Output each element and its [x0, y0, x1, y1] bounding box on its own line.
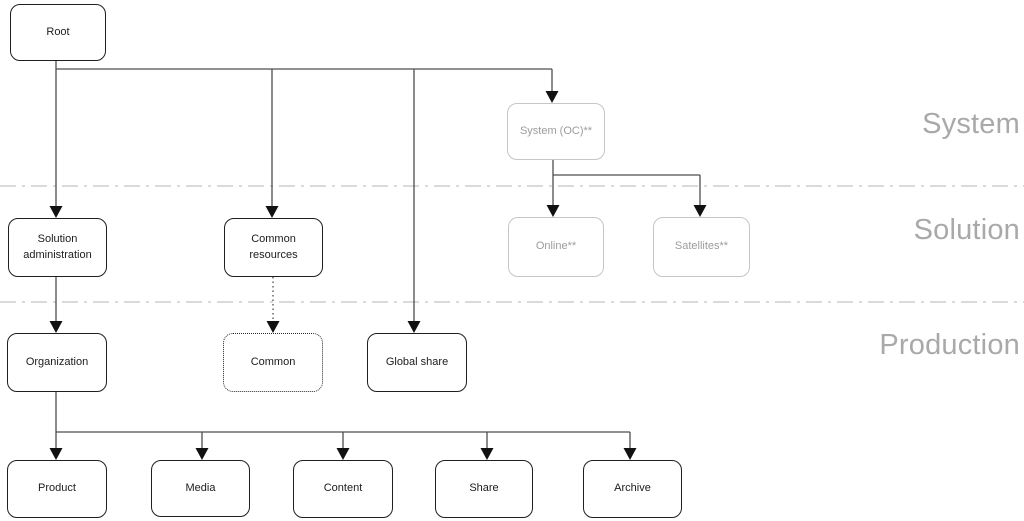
- node-archive: Archive: [583, 460, 682, 518]
- node-online: Online**: [508, 217, 604, 277]
- arrow-into-system-oc: [545, 91, 559, 103]
- zone-label-system: System: [922, 108, 1020, 140]
- arrow-into-online: [546, 205, 560, 217]
- node-root: Root: [10, 4, 106, 61]
- node-global-share: Global share: [367, 333, 467, 392]
- node-product: Product: [7, 460, 107, 518]
- arrow-into-common-resources: [265, 206, 279, 218]
- arrow-into-content: [336, 448, 350, 460]
- node-media: Media: [151, 460, 250, 517]
- arrow-into-media: [195, 448, 209, 460]
- zone-label-solution: Solution: [913, 214, 1020, 246]
- arrow-into-satellites: [693, 205, 707, 217]
- node-solution-administration: Solution administration: [8, 218, 107, 277]
- node-system-oc: System (OC)**: [507, 103, 605, 160]
- node-content: Content: [293, 460, 393, 518]
- zone-label-production: Production: [879, 329, 1020, 361]
- arrow-into-product: [49, 448, 63, 460]
- node-satellites: Satellites**: [653, 217, 750, 277]
- arrow-into-solution-administration: [49, 206, 63, 218]
- arrow-into-common: [266, 321, 280, 333]
- arrow-into-organization: [49, 321, 63, 333]
- node-common: Common: [223, 333, 323, 392]
- arrow-into-archive: [623, 448, 637, 460]
- arrow-into-share: [480, 448, 494, 460]
- node-common-resources: Common resources: [224, 218, 323, 277]
- node-organization: Organization: [7, 333, 107, 392]
- arrow-into-global-share: [407, 321, 421, 333]
- node-share: Share: [435, 460, 533, 518]
